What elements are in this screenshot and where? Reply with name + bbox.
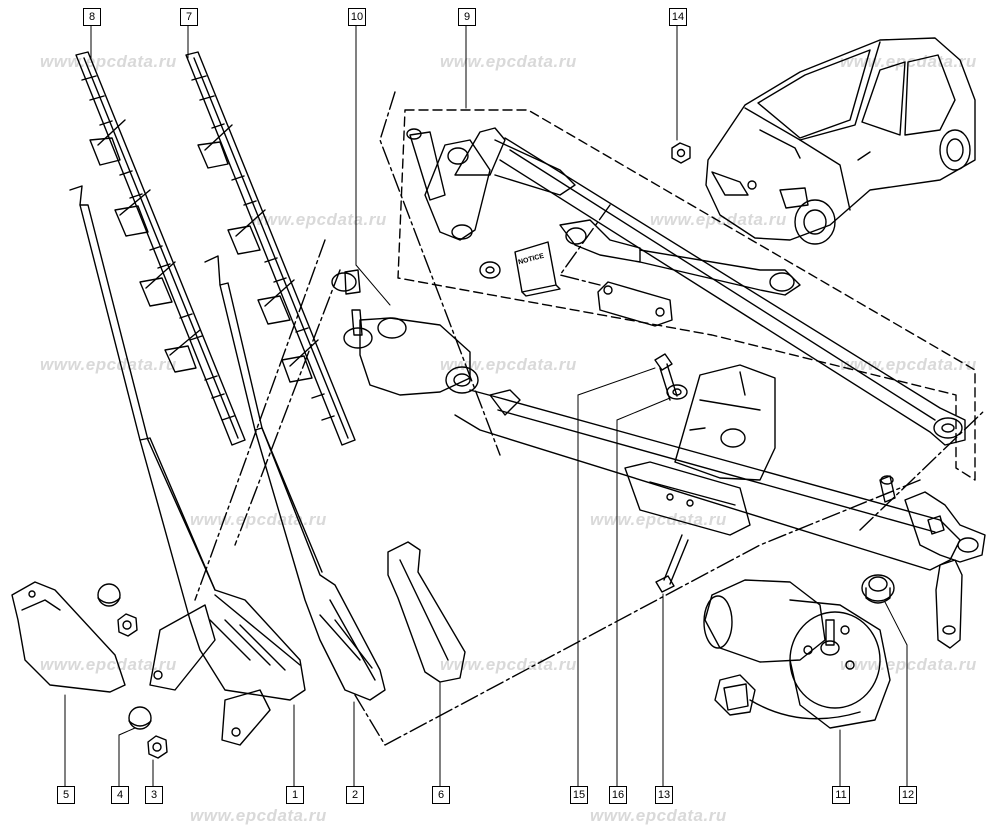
watermark: www.epcdata.ru: [840, 355, 977, 374]
callout-11: 11: [832, 786, 850, 804]
callout-2: 2: [346, 786, 364, 804]
callout-10: 10: [348, 8, 366, 26]
watermark: www.epcdata.ru: [40, 52, 177, 71]
grommet: [479, 261, 501, 279]
callout-15: 15: [570, 786, 588, 804]
callout-9: 9: [458, 8, 476, 26]
nut-cap-upper: [97, 583, 121, 607]
wiper-arm-right: [204, 255, 386, 701]
pivot-assembly: [331, 269, 961, 571]
linkage-rod: [406, 127, 966, 446]
wiper-blade-right: [185, 51, 356, 446]
watermark: www.epcdata.ru: [190, 510, 327, 529]
car-illustration: [705, 37, 976, 245]
watermark: www.epcdata.ru: [40, 655, 177, 674]
callout-8: 8: [83, 8, 101, 26]
wiper-blade-left: [75, 51, 246, 446]
right-pivot: [879, 475, 986, 649]
arm-cap: [387, 541, 466, 683]
leader-lines: [64, 23, 908, 787]
watermark: www.epcdata.ru: [250, 210, 387, 229]
washer-16: [666, 384, 688, 400]
watermark: www.epcdata.ru: [40, 355, 177, 374]
callout-12: 12: [899, 786, 917, 804]
nut-cap-lower: [128, 706, 152, 730]
notice-booklet: [514, 241, 561, 297]
watermark: www.epcdata.ru: [440, 52, 577, 71]
watermark: www.epcdata.ru: [440, 355, 577, 374]
watermark: www.epcdata.ru: [840, 655, 977, 674]
wiper-arm-left: [69, 185, 306, 746]
wiper-motor: [703, 579, 891, 729]
callout-16: 16: [609, 786, 627, 804]
nut-14: [671, 142, 691, 164]
callout-5: 5: [57, 786, 75, 804]
callout-4: 4: [111, 786, 129, 804]
grommet-12: [861, 574, 895, 604]
callout-6: 6: [432, 786, 450, 804]
watermark: www.epcdata.ru: [440, 655, 577, 674]
callout-1: 1: [286, 786, 304, 804]
bolt-13: [655, 534, 689, 593]
assembly-outline: [397, 109, 976, 481]
callout-14: 14: [669, 8, 687, 26]
cover: [11, 581, 126, 693]
nut-upper: [117, 613, 138, 637]
watermark: www.epcdata.ru: [650, 210, 787, 229]
callout-13: 13: [655, 786, 673, 804]
nut-lower: [147, 735, 168, 759]
motor-bracket: [674, 364, 776, 481]
callout-3: 3: [145, 786, 163, 804]
callout-7: 7: [180, 8, 198, 26]
